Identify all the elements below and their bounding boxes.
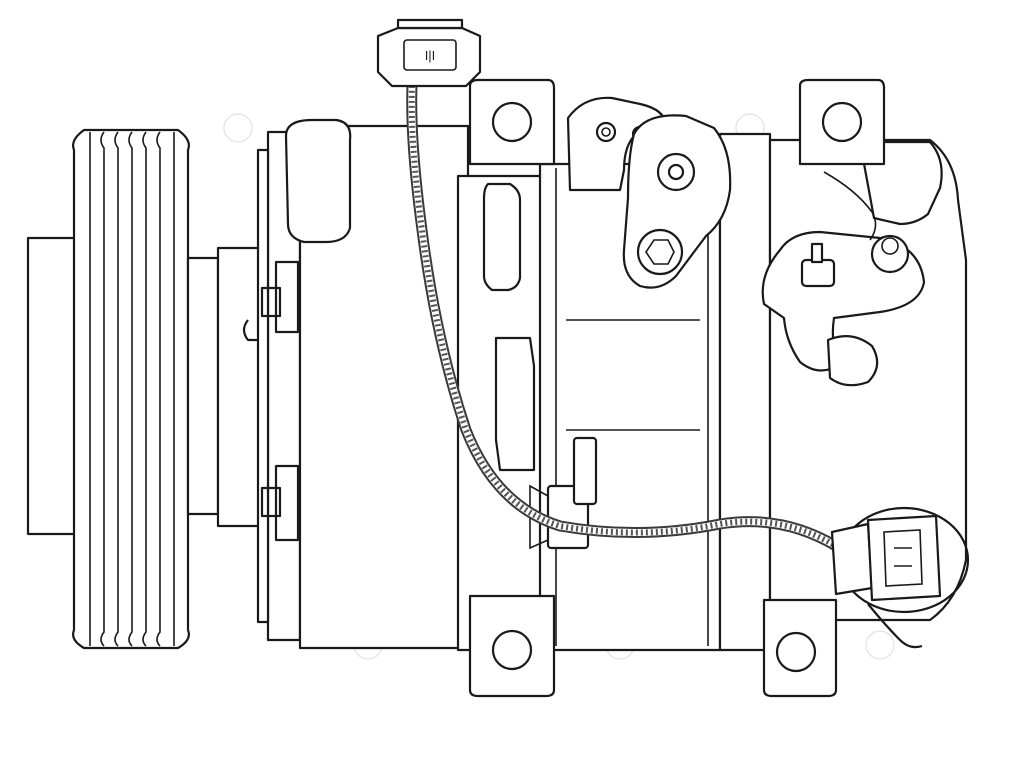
control-valve-nut bbox=[800, 258, 836, 288]
pressure-sensor-top bbox=[881, 237, 899, 255]
connector-marking: I|I bbox=[425, 48, 436, 63]
service-port-bolt bbox=[595, 121, 617, 143]
connector-face bbox=[883, 529, 923, 587]
pulley-groove bbox=[128, 131, 133, 647]
front-detail bbox=[242, 319, 258, 342]
service-port-fitting-center bbox=[667, 163, 685, 181]
sensor-wire bbox=[823, 171, 877, 241]
connector-body bbox=[866, 514, 942, 602]
front-clip-upper-tab bbox=[260, 286, 282, 318]
front-clip-lower-tab bbox=[260, 486, 282, 518]
connector-boot bbox=[830, 522, 874, 596]
front-clip-upper bbox=[274, 260, 300, 334]
mount-hole bbox=[821, 101, 863, 143]
pulley-groove bbox=[114, 131, 119, 647]
housing-boss-lower bbox=[494, 336, 536, 472]
housing-section-c bbox=[718, 132, 772, 652]
mount-hole bbox=[491, 101, 533, 143]
housing-boss-upper bbox=[482, 182, 522, 292]
connector-latch bbox=[396, 18, 464, 30]
pulley-groove bbox=[142, 131, 147, 647]
watermark-logo bbox=[865, 630, 895, 660]
top-connector: I|I bbox=[376, 18, 482, 88]
harness-tail bbox=[867, 603, 923, 649]
pulley bbox=[72, 128, 190, 650]
mounting-ears bbox=[468, 78, 886, 698]
connector-slot bbox=[894, 547, 912, 567]
harness-braid bbox=[408, 85, 838, 549]
hex-nut bbox=[645, 239, 675, 265]
control-valve-stud bbox=[810, 242, 824, 264]
watermark-logo bbox=[223, 113, 253, 143]
wire-clip-bracket bbox=[572, 436, 598, 506]
pulley-groove bbox=[156, 131, 161, 647]
clutch-hub-plate bbox=[26, 236, 82, 536]
bottom-connector bbox=[830, 506, 970, 614]
shaft-collar bbox=[186, 256, 220, 516]
service-port bbox=[566, 96, 732, 289]
connector-face bbox=[403, 39, 457, 71]
mount-hole bbox=[491, 629, 533, 671]
front-head-rim bbox=[256, 148, 270, 624]
wire-harness bbox=[406, 80, 923, 649]
service-port-bolt-hole bbox=[601, 127, 611, 137]
mount-hole bbox=[775, 631, 817, 673]
body-top-boss bbox=[284, 118, 352, 244]
rear-boss bbox=[826, 335, 879, 387]
pulley-groove bbox=[100, 131, 105, 647]
service-port-lower-fitting bbox=[636, 228, 684, 276]
